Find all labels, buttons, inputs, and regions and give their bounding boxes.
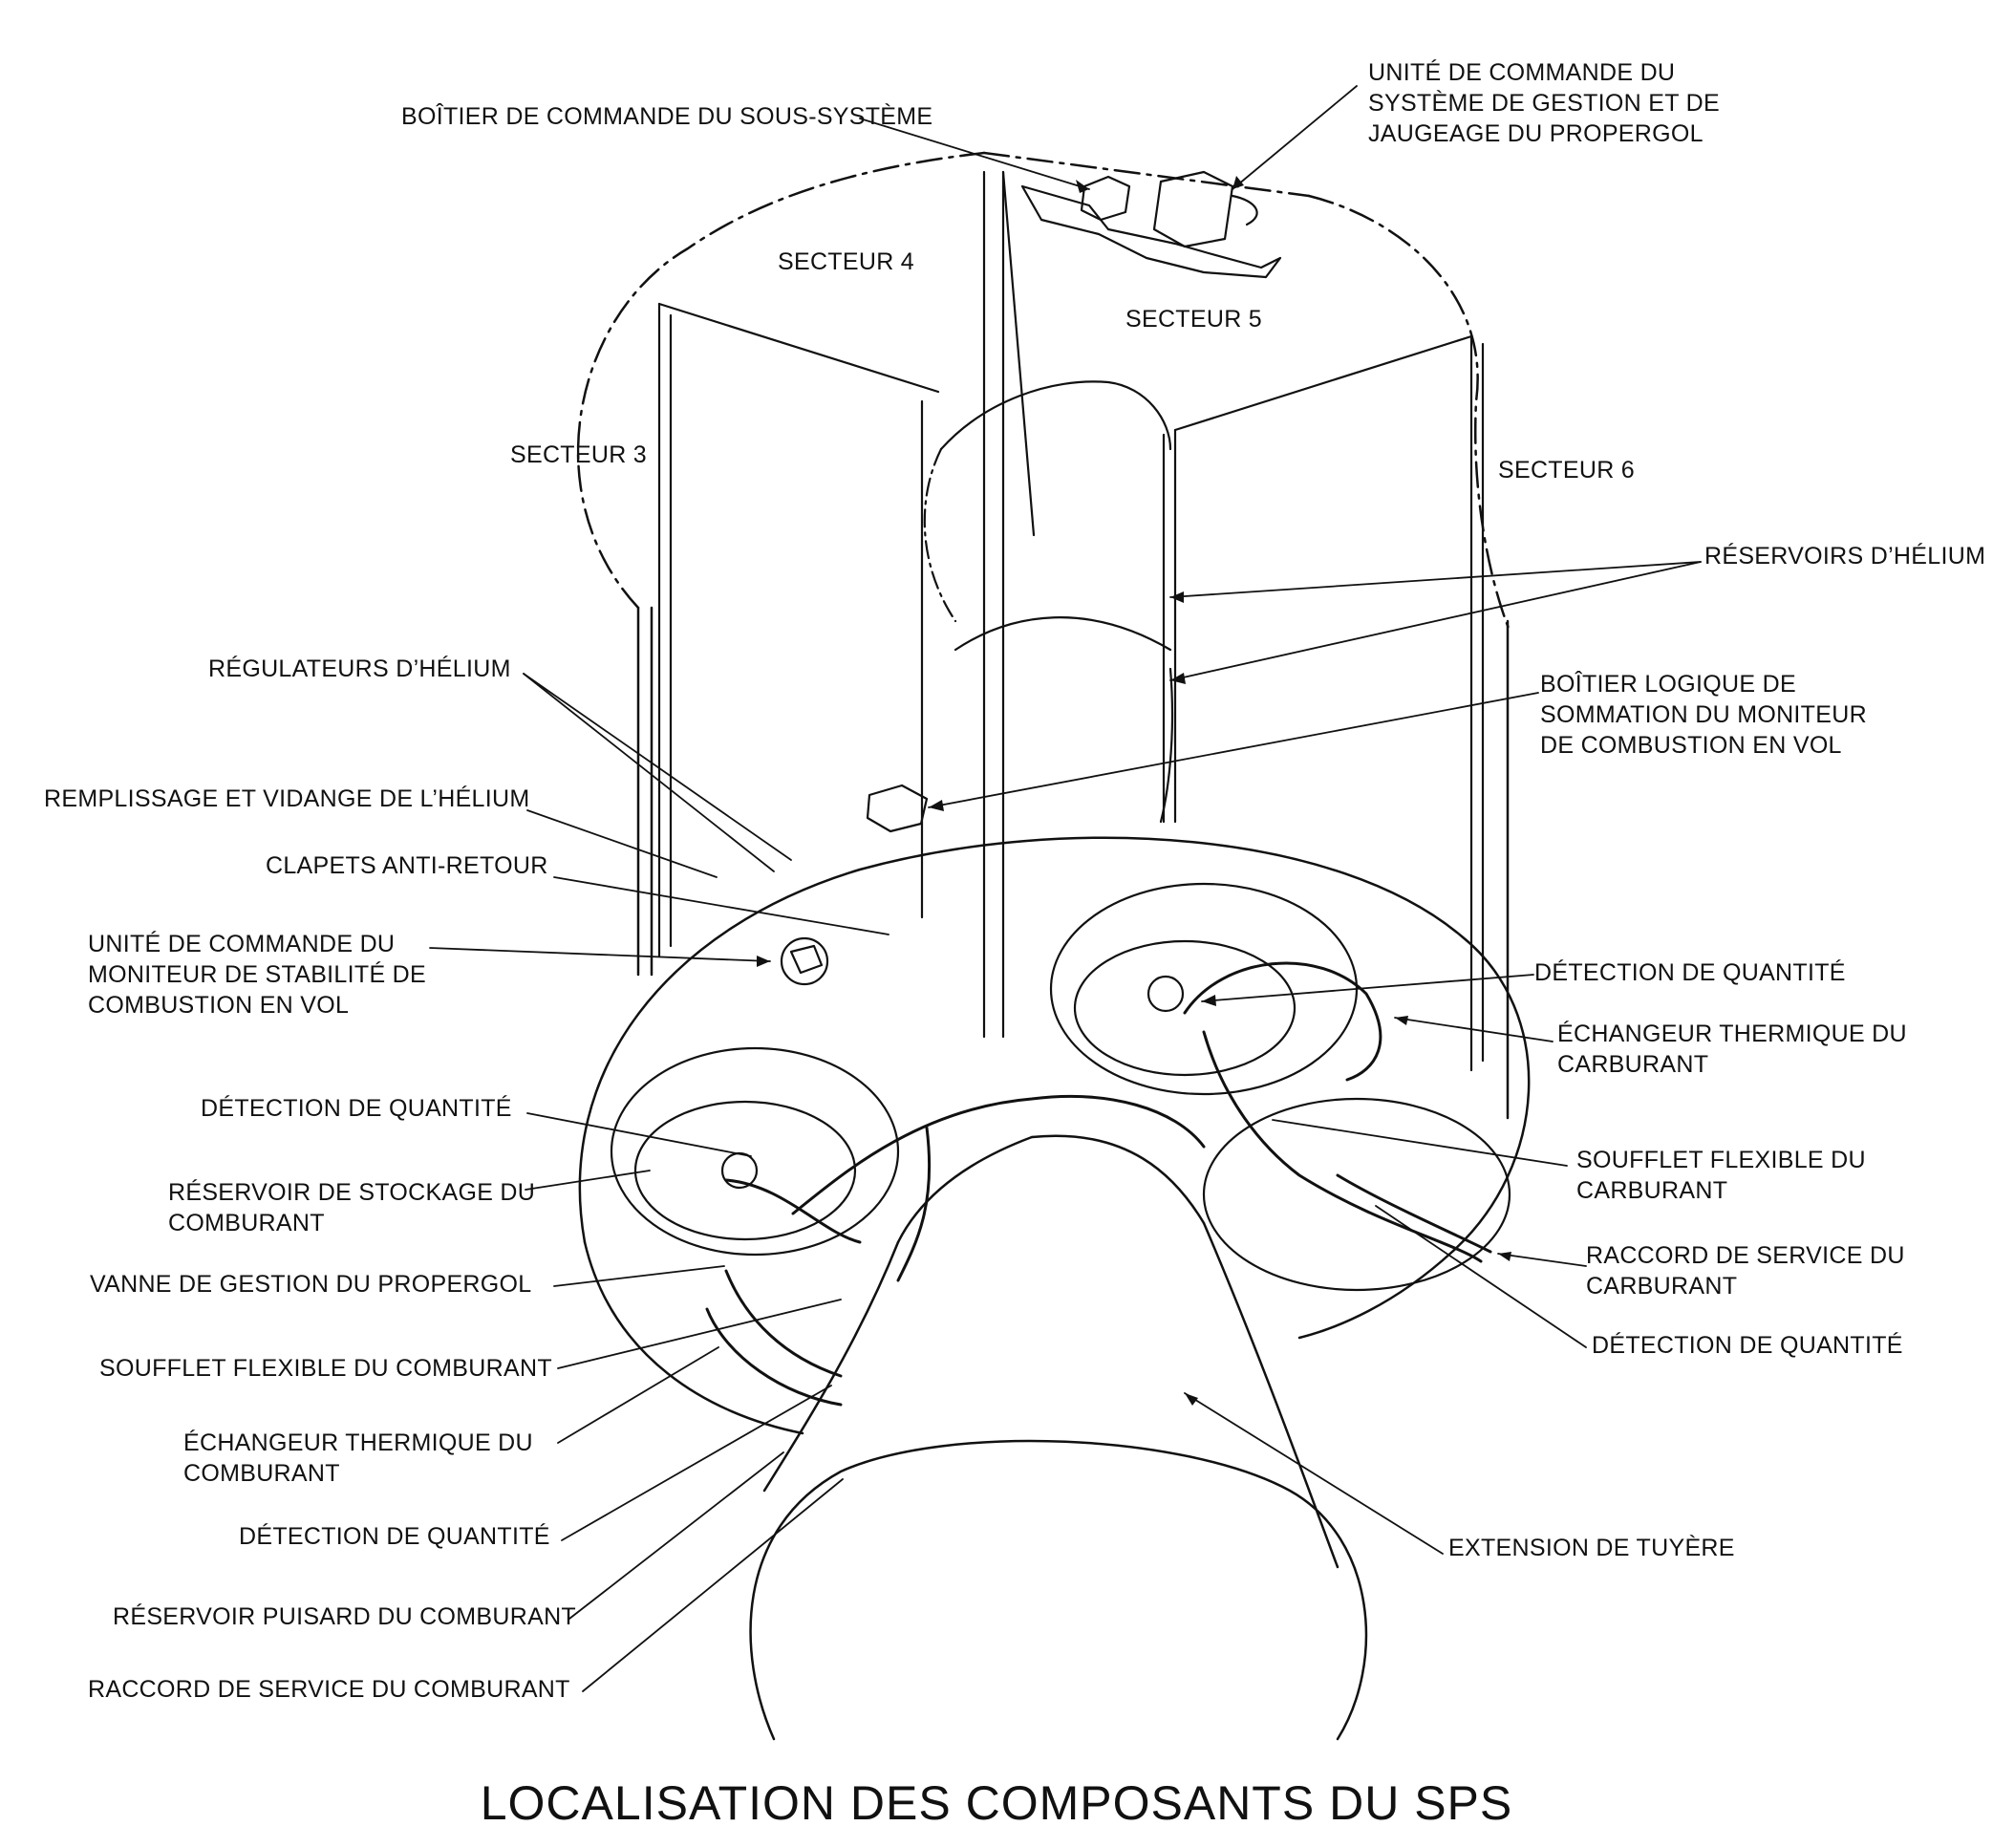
label-line: SECTEUR 4	[778, 248, 915, 275]
label-line: ÉCHANGEUR THERMIQUE DU	[183, 1429, 533, 1456]
label-line: EXTENSION DE TUYÈRE	[1448, 1535, 1735, 1561]
label-detection-quantite-right-bottom: DÉTECTION DE QUANTITÉ	[1592, 1330, 1903, 1361]
label-echangeur-comburant: ÉCHANGEUR THERMIQUE DU COMBURANT	[183, 1428, 533, 1489]
label-line: SOUFFLET FLEXIBLE DU COMBURANT	[99, 1355, 552, 1382]
label-line: VANNE DE GESTION DU PROPERGOL	[90, 1271, 532, 1298]
label-line: MONITEUR DE STABILITÉ DE	[88, 961, 427, 988]
label-line: BOÎTIER DE COMMANDE DU SOUS-SYSTÈME	[401, 103, 933, 130]
label-line: RÉGULATEURS D’HÉLIUM	[208, 655, 511, 682]
label-line: COMBURANT	[183, 1460, 340, 1487]
label-raccord-carburant: RACCORD DE SERVICE DU CARBURANT	[1586, 1240, 1905, 1301]
label-reservoir-stockage-comburant: RÉSERVOIR DE STOCKAGE DU COMBURANT	[168, 1177, 535, 1238]
label-line: JAUGEAGE DU PROPERGOL	[1368, 120, 1704, 147]
label-line: DÉTECTION DE QUANTITÉ	[239, 1523, 550, 1550]
label-secteur-3: SECTEUR 3	[510, 440, 647, 470]
plumbing	[705, 961, 1492, 1407]
label-line: SYSTÈME DE GESTION ET DE	[1368, 90, 1720, 117]
label-line: CARBURANT	[1586, 1273, 1738, 1300]
sector-panels	[657, 170, 1485, 1072]
label-line: CLAPETS ANTI-RETOUR	[266, 852, 548, 879]
label-unite-stabilite: UNITÉ DE COMMANDE DU MONITEUR DE STABILI…	[88, 929, 426, 1021]
leader-lines	[429, 85, 1702, 1692]
helium-tanks	[923, 380, 1174, 824]
label-detection-quantite-left-top: DÉTECTION DE QUANTITÉ	[201, 1093, 512, 1124]
label-detection-quantite-left-bottom: DÉTECTION DE QUANTITÉ	[239, 1521, 550, 1552]
label-line: RACCORD DE SERVICE DU COMBURANT	[88, 1676, 570, 1703]
label-soufflet-comburant: SOUFFLET FLEXIBLE DU COMBURANT	[99, 1353, 552, 1384]
label-line: BOÎTIER LOGIQUE DE	[1540, 671, 1796, 698]
top-shelf	[1020, 170, 1282, 279]
label-line: DÉTECTION DE QUANTITÉ	[1592, 1332, 1903, 1359]
label-raccord-comburant: RACCORD DE SERVICE DU COMBURANT	[88, 1674, 570, 1705]
label-line: RÉSERVOIRS D’HÉLIUM	[1704, 543, 1986, 569]
label-boitier-sous-systeme: BOÎTIER DE COMMANDE DU SOUS-SYSTÈME	[401, 101, 932, 132]
label-line: DÉTECTION DE QUANTITÉ	[201, 1095, 512, 1122]
label-line: COMBUSTION EN VOL	[88, 992, 350, 1019]
label-line: UNITÉ DE COMMANDE DU	[88, 931, 396, 957]
page-title: LOCALISATION DES COMPOSANTS DU SPS	[480, 1776, 1513, 1830]
label-unite-gestion-jaugeage: UNITÉ DE COMMANDE DU SYSTÈME DE GESTION …	[1368, 57, 1720, 149]
label-line: DÉTECTION DE QUANTITÉ	[1534, 959, 1846, 986]
label-line: UNITÉ DE COMMANDE DU	[1368, 59, 1676, 86]
component-boxes	[780, 784, 929, 986]
label-line: COMBURANT	[168, 1210, 325, 1236]
label-detection-quantite-right-top: DÉTECTION DE QUANTITÉ	[1534, 957, 1846, 988]
label-regulateurs-helium: RÉGULATEURS D’HÉLIUM	[208, 654, 511, 684]
label-echangeur-carburant: ÉCHANGEUR THERMIQUE DU CARBURANT	[1557, 1019, 1907, 1080]
label-vanne-gestion: VANNE DE GESTION DU PROPERGOL	[90, 1269, 531, 1300]
label-line: RACCORD DE SERVICE DU	[1586, 1242, 1905, 1269]
label-line: RÉSERVOIR PUISARD DU COMBURANT	[113, 1603, 576, 1630]
label-line: SECTEUR 6	[1498, 457, 1636, 483]
label-remplissage-helium: REMPLISSAGE ET VIDANGE DE L’HÉLIUM	[44, 784, 530, 814]
label-line: SECTEUR 3	[510, 441, 648, 468]
label-line: SOMMATION DU MONITEUR	[1540, 701, 1867, 728]
label-boitier-logique: BOÎTIER LOGIQUE DE SOMMATION DU MONITEUR…	[1540, 669, 1867, 761]
oxidizer-tank	[610, 1046, 900, 1257]
label-line: SECTEUR 5	[1125, 306, 1263, 333]
label-secteur-6: SECTEUR 6	[1498, 455, 1635, 485]
label-line: ÉCHANGEUR THERMIQUE DU	[1557, 1021, 1907, 1047]
label-line: RÉSERVOIR DE STOCKAGE DU	[168, 1179, 536, 1206]
label-soufflet-carburant: SOUFFLET FLEXIBLE DU CARBURANT	[1576, 1145, 1866, 1206]
label-clapets: CLAPETS ANTI-RETOUR	[266, 850, 548, 881]
label-line: CARBURANT	[1557, 1051, 1709, 1078]
label-secteur-4: SECTEUR 4	[778, 247, 914, 277]
label-extension-tuyere: EXTENSION DE TUYÈRE	[1448, 1533, 1735, 1563]
label-reservoir-puisard: RÉSERVOIR PUISARD DU COMBURANT	[113, 1601, 576, 1632]
label-line: SOUFFLET FLEXIBLE DU	[1576, 1147, 1866, 1173]
label-secteur-5: SECTEUR 5	[1125, 304, 1262, 334]
label-reservoirs-helium: RÉSERVOIRS D’HÉLIUM	[1704, 541, 1985, 571]
label-line: DE COMBUSTION EN VOL	[1540, 732, 1842, 759]
nozzle-extension	[749, 1134, 1368, 1741]
arrowheads	[757, 176, 1511, 1406]
label-line: CARBURANT	[1576, 1177, 1728, 1204]
label-line: REMPLISSAGE ET VIDANGE DE L’HÉLIUM	[44, 785, 530, 812]
